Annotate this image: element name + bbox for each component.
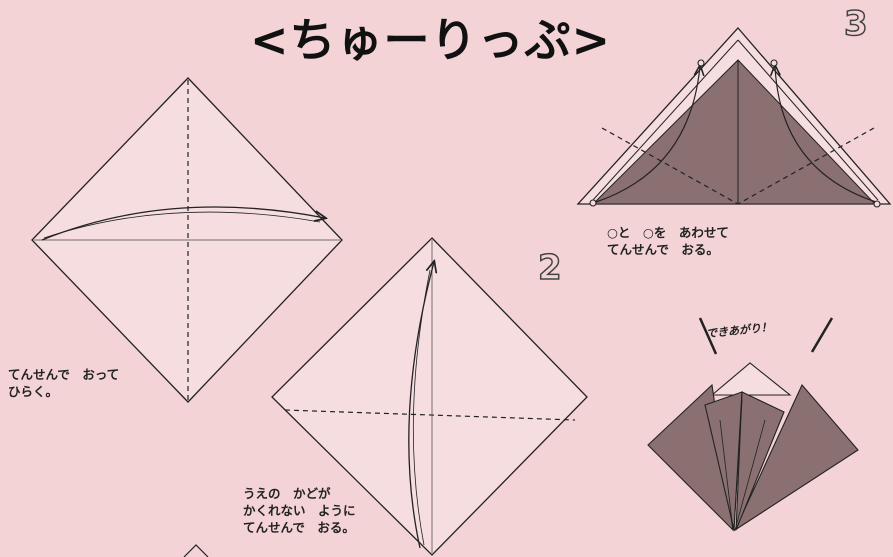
step3-number: 3 (844, 4, 868, 44)
step3-caption: ○と ○を あわせて てんせんで おる。 (607, 224, 729, 258)
step3-circle-marker (590, 200, 596, 206)
done-mark-right (812, 318, 832, 352)
step3-circle-marker (771, 60, 777, 66)
finished-tulip (648, 318, 858, 530)
step1-diagram (32, 78, 342, 402)
next-step-paper-peek (184, 545, 208, 557)
step3-shaded-triangle (593, 60, 875, 204)
step2-number: 2 (538, 248, 562, 288)
step3-diagram (578, 28, 890, 207)
step3-circle-marker (698, 60, 704, 66)
tulip-back-edge (712, 363, 790, 395)
step2-caption: うえの かどが かくれない ように てんせんで おる。 (243, 485, 356, 536)
step3-circle-marker (874, 201, 880, 207)
step1-caption: てんせんで おって ひらく。 (8, 366, 119, 400)
